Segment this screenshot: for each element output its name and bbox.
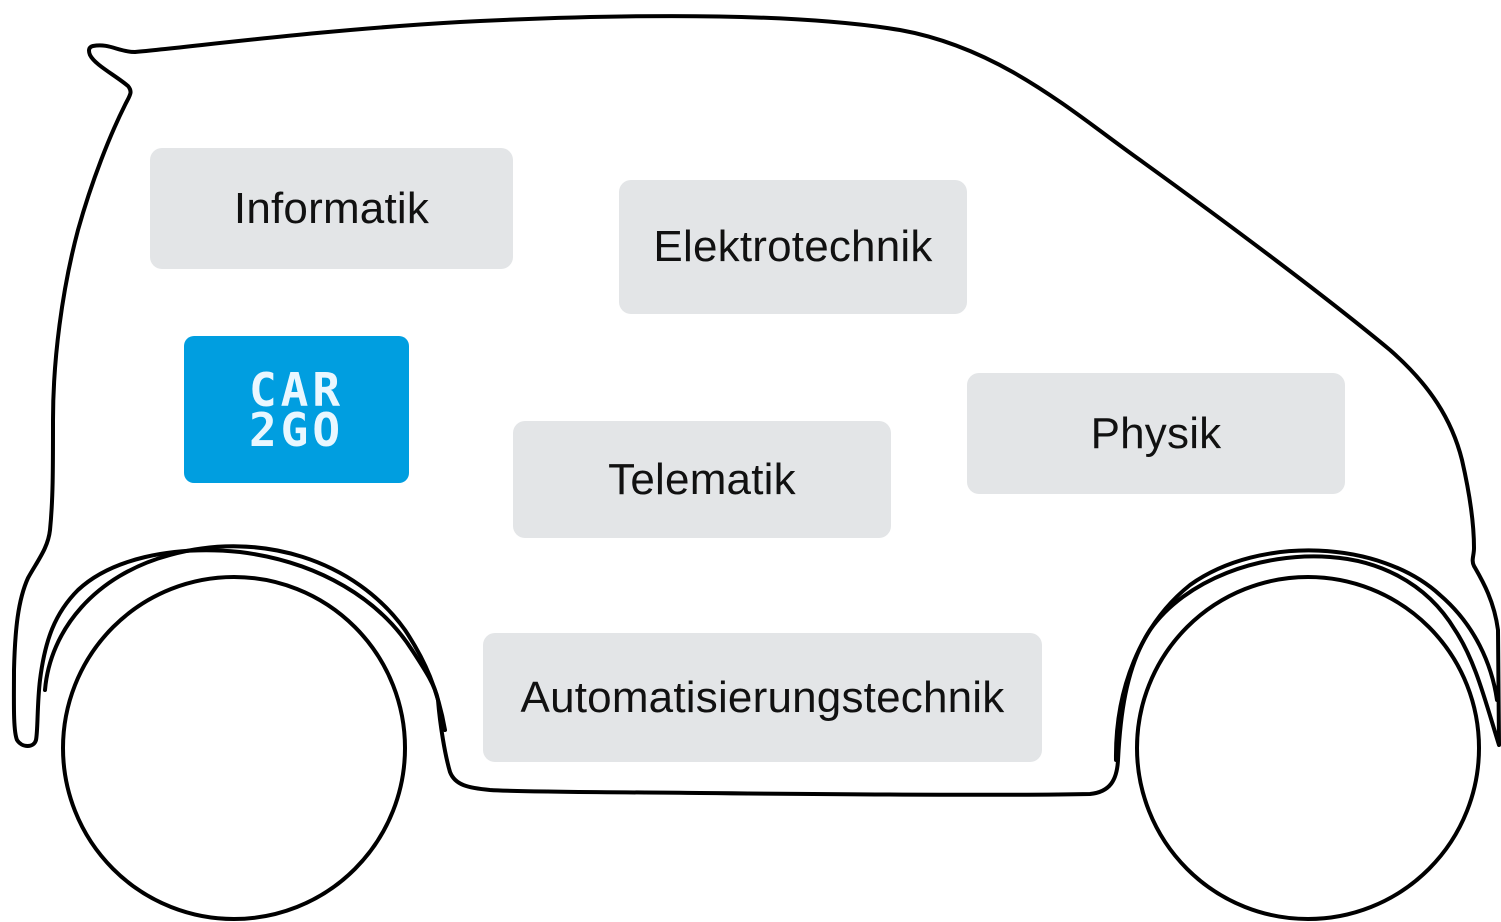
field-label-physik: Physik xyxy=(1090,408,1222,458)
field-box-physik: Physik xyxy=(967,373,1345,494)
field-box-elektrotechnik: Elektrotechnik xyxy=(619,180,967,314)
field-label-telematik: Telematik xyxy=(608,454,796,504)
front-wheel-arch xyxy=(43,544,447,732)
rear-wheel xyxy=(1135,575,1481,921)
field-label-informatik: Informatik xyxy=(233,183,430,233)
field-label-elektrotechnik: Elektrotechnik xyxy=(653,222,933,271)
field-label-automatisierungstechnik: Automatisierungstechnik xyxy=(520,672,1005,722)
front-wheel xyxy=(61,575,407,921)
car-body-outline xyxy=(11,14,1501,797)
field-box-informatik: Informatik xyxy=(150,148,513,269)
rear-wheel-arch xyxy=(1113,548,1499,762)
field-box-telematik: Telematik xyxy=(513,421,891,538)
logo-line-1: CAR xyxy=(248,362,345,417)
logo-line-2: 2GO xyxy=(248,402,345,457)
car2go-logo: CAR 2GO xyxy=(184,336,409,483)
field-box-automatisierungstechnik: Automatisierungstechnik xyxy=(483,633,1042,762)
